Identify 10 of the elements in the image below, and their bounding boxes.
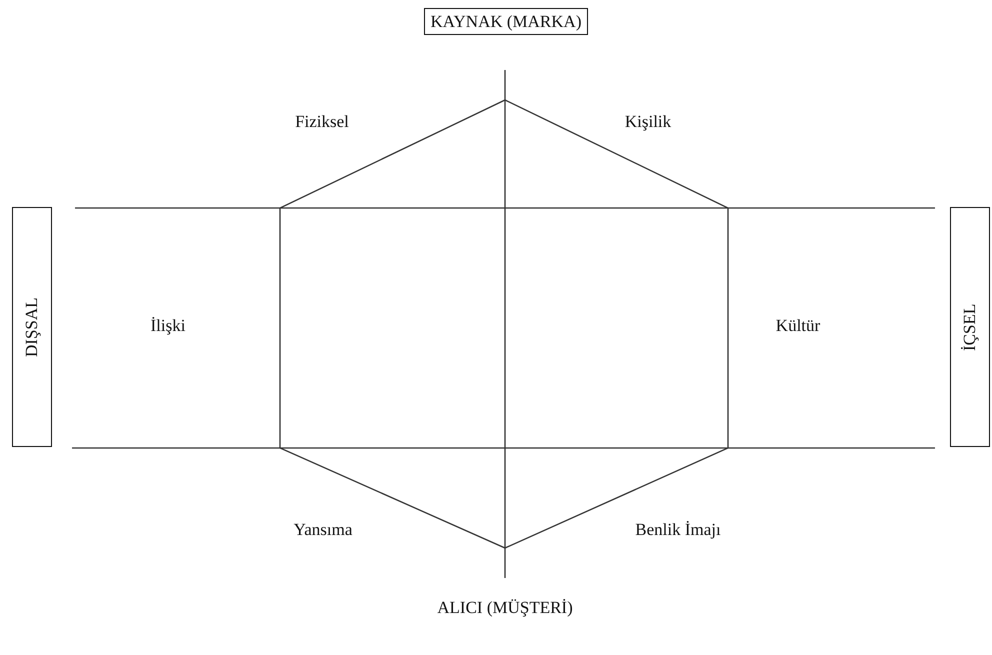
facet-label: İlişki	[150, 316, 186, 336]
facet-label: Benlik İmajı	[635, 520, 721, 540]
label-box: KAYNAK (MARKA)	[424, 8, 588, 35]
facet-label: Fiziksel	[295, 112, 349, 132]
facet-label: Kişilik	[624, 112, 672, 132]
label-box: DIŞSAL	[12, 207, 52, 447]
facet-label: Kültür	[776, 316, 820, 336]
axis-label: ALICI (MÜŞTERİ)	[437, 598, 573, 618]
label-box: İÇSEL	[950, 207, 990, 447]
facet-label: Yansıma	[294, 520, 352, 540]
